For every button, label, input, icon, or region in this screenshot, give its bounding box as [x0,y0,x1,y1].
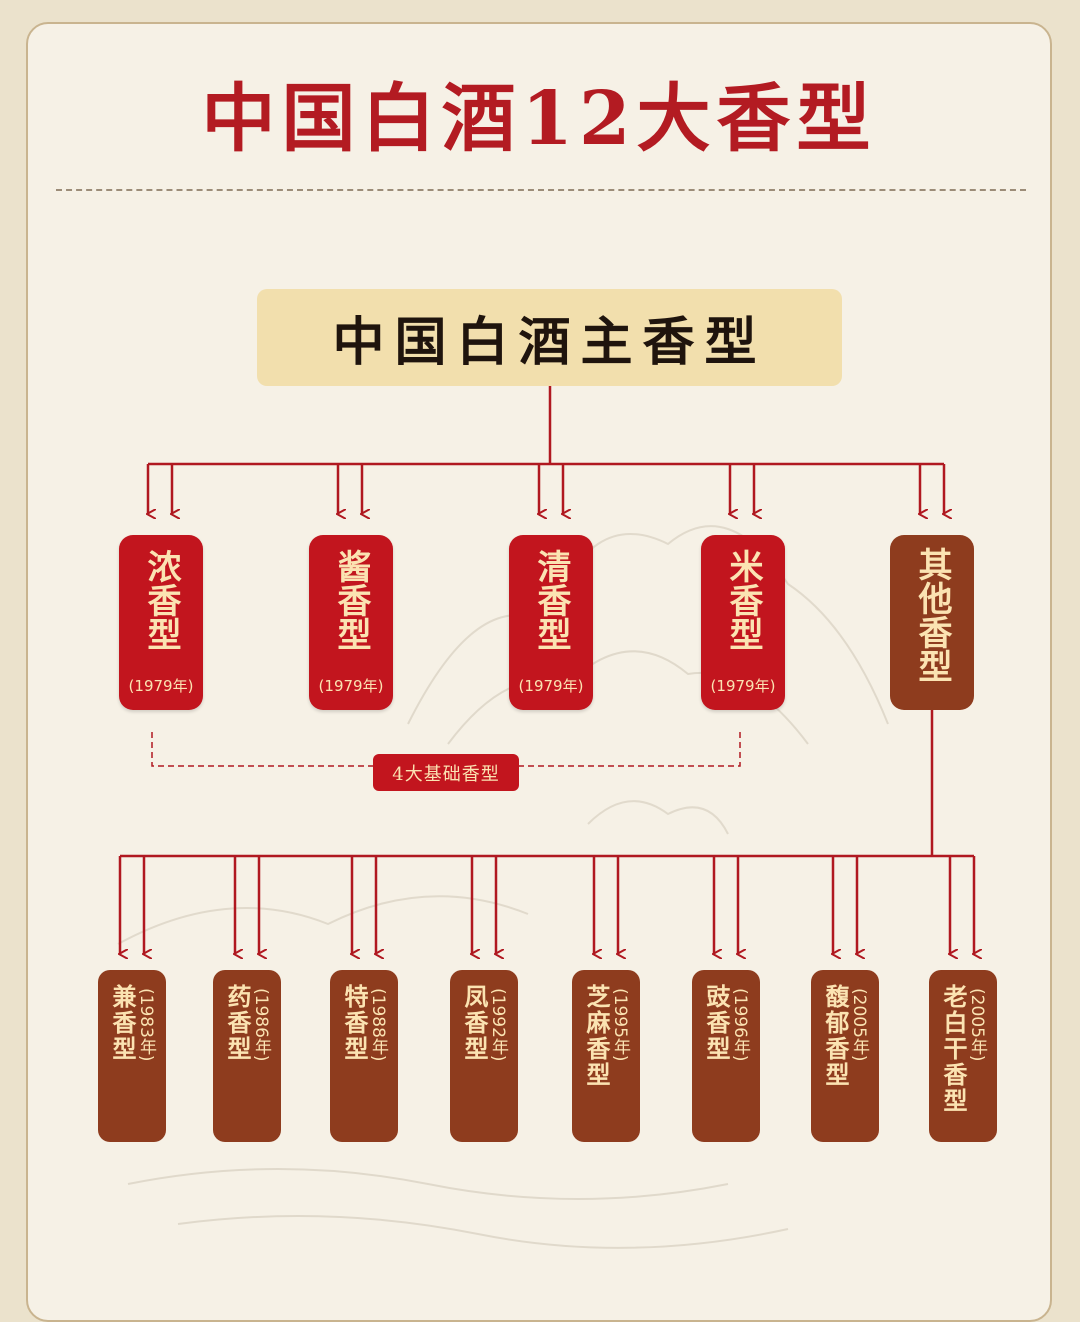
main-type-name: 酱香型 [331,549,371,651]
sub-type-name: 老白干香型 [939,984,968,1114]
main-type-qing: 清香型 (1979年) [509,535,593,710]
infographic-card: 中国白酒12大香型 中国白酒主香型 [26,22,1052,1322]
main-type-year: (1979年) [318,677,384,695]
sub-type-chi: 豉香型 (1996年) [692,970,760,1142]
sub-type-year: (1983年) [136,988,156,1062]
main-type-name: 浓香型 [141,549,181,651]
sub-type-name: 馥郁香型 [821,984,850,1088]
header-label: 中国白酒主香型 [332,312,767,373]
connector-lines [28,386,1052,1322]
sub-type-year: (1996年) [730,988,750,1062]
sub-type-year: (1988年) [368,988,388,1062]
sub-type-name: 特香型 [340,984,369,1062]
other-type-name: 其他香型 [912,547,952,683]
basic-types-label: 4大基础香型 [373,754,519,791]
other-type: 其他香型 [890,535,974,710]
sub-type-feng: 凤香型 (1992年) [450,970,518,1142]
main-type-year: (1979年) [518,677,584,695]
sub-type-year: (1992年) [488,988,508,1062]
sub-type-name: 兼香型 [108,984,137,1062]
sub-type-year: (2005年) [967,988,987,1062]
main-type-year: (1979年) [128,677,194,695]
sub-type-name: 凤香型 [460,984,489,1062]
sub-type-te: 特香型 (1988年) [330,970,398,1142]
main-type-nong: 浓香型 (1979年) [119,535,203,710]
title-divider [56,189,1026,191]
sub-type-year: (1986年) [251,988,271,1062]
sub-type-yao: 药香型 (1986年) [213,970,281,1142]
main-type-jiang: 酱香型 (1979年) [309,535,393,710]
sub-type-name: 药香型 [223,984,252,1062]
sub-type-jian: 兼香型 (1983年) [98,970,166,1142]
main-type-name: 米香型 [723,549,763,651]
sub-type-laobaigan: 老白干香型 (2005年) [929,970,997,1142]
sub-type-fuyu: 馥郁香型 (2005年) [811,970,879,1142]
header-box: 中国白酒主香型 [257,289,842,386]
sub-type-year: (1995年) [610,988,630,1062]
page-title: 中国白酒12大香型 [201,76,877,162]
sub-type-year: (2005年) [849,988,869,1062]
background-sketch [117,525,889,1249]
main-type-name: 清香型 [531,549,571,651]
main-type-year: (1979年) [710,677,776,695]
sub-type-zhima: 芝麻香型 (1995年) [572,970,640,1142]
main-type-mi: 米香型 (1979年) [701,535,785,710]
sub-type-name: 芝麻香型 [582,984,611,1088]
sub-type-name: 豉香型 [702,984,731,1062]
